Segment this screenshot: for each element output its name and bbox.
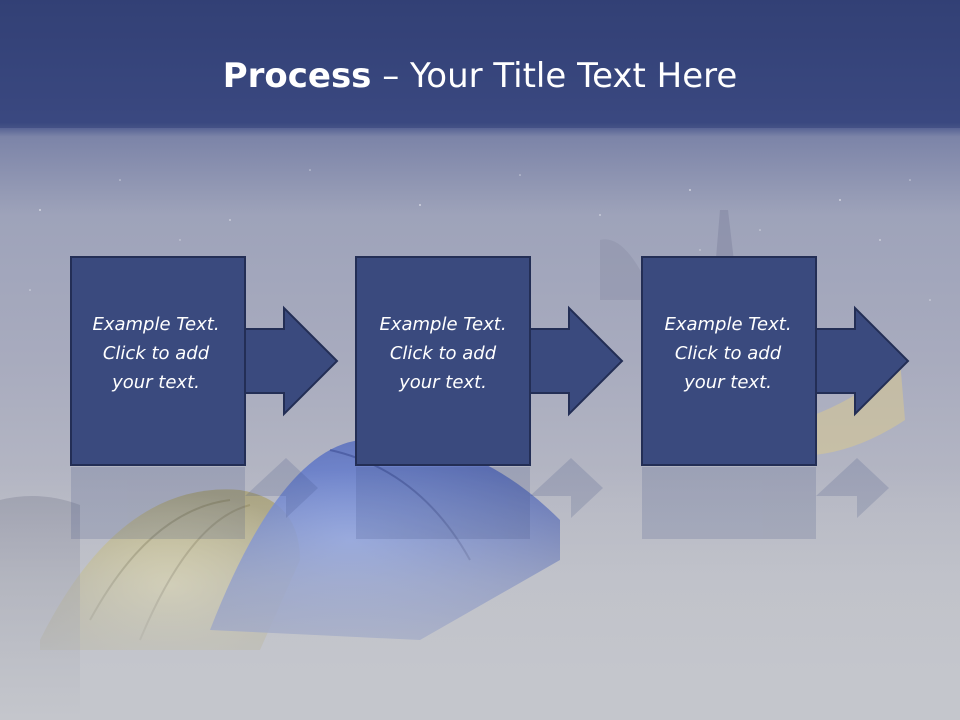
step-2-text[interactable]: Example Text. Click to add your text. [379, 314, 507, 393]
title-bold: Process [222, 56, 372, 96]
process-step-3-shape[interactable] [641, 256, 913, 541]
arrow-icon [243, 305, 339, 417]
arrow-icon [528, 305, 624, 417]
step-3-box [641, 256, 817, 466]
step-2-reflection [356, 458, 603, 539]
title-rest: – Your Title Text Here [371, 56, 738, 96]
arrow-icon [814, 305, 910, 417]
slide-title: Process – Your Title Text Here [0, 54, 960, 98]
step-2-box [355, 256, 531, 466]
step-1-box [70, 256, 246, 466]
process-step-2-shape[interactable] [355, 256, 627, 541]
step-3-text[interactable]: Example Text. Click to add your text. [664, 314, 792, 393]
process-step-1-shape[interactable] [70, 256, 342, 541]
step-1-reflection [71, 458, 318, 539]
step-3-reflection [642, 458, 889, 539]
step-1-text[interactable]: Example Text. Click to add your text. [92, 314, 220, 393]
